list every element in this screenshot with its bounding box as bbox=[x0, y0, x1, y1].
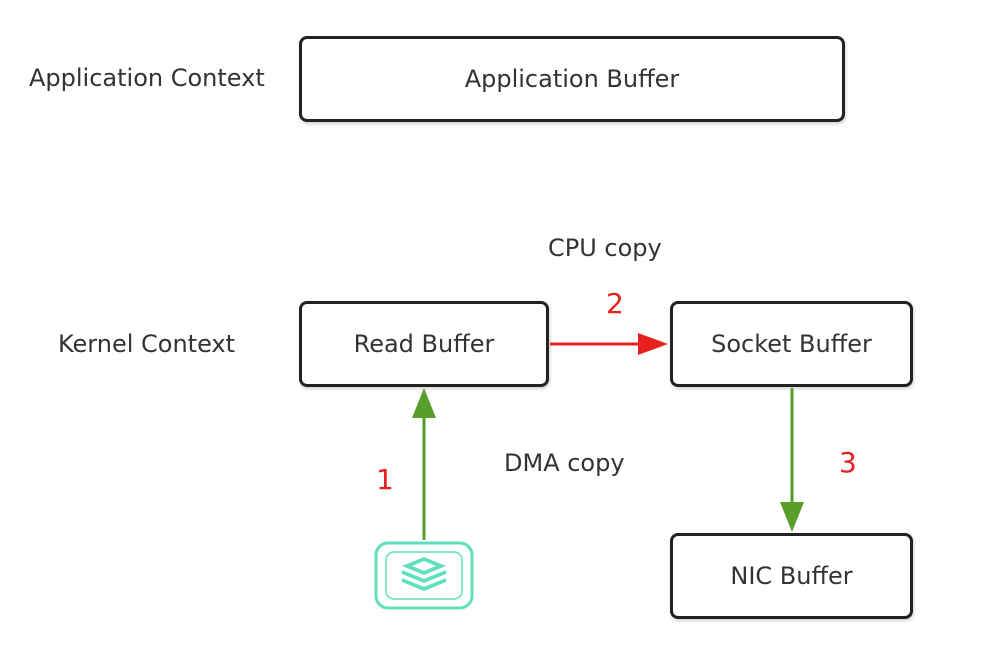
application-context-label: Application Context bbox=[29, 64, 265, 92]
application-buffer-label: Application Buffer bbox=[464, 65, 680, 93]
nic-copy-arrow bbox=[780, 388, 804, 532]
socket-buffer-box: Socket Buffer bbox=[670, 301, 913, 387]
step-2-number: 2 bbox=[606, 287, 624, 320]
cpu-copy-label: CPU copy bbox=[548, 234, 662, 262]
socket-buffer-label: Socket Buffer bbox=[711, 330, 872, 358]
cpu-copy-arrow bbox=[550, 333, 668, 355]
step-3-number: 3 bbox=[839, 446, 857, 479]
read-buffer-label: Read Buffer bbox=[353, 330, 495, 358]
dma-copy-arrow bbox=[412, 388, 436, 540]
nic-buffer-box: NIC Buffer bbox=[670, 533, 913, 619]
disk-storage-icon bbox=[374, 541, 474, 610]
kernel-context-label: Kernel Context bbox=[58, 330, 236, 358]
nic-buffer-label: NIC Buffer bbox=[730, 562, 853, 590]
step-1-number: 1 bbox=[376, 463, 394, 496]
dma-copy-label: DMA copy bbox=[504, 449, 625, 477]
read-buffer-box: Read Buffer bbox=[299, 301, 549, 387]
application-buffer-box: Application Buffer bbox=[299, 36, 845, 122]
